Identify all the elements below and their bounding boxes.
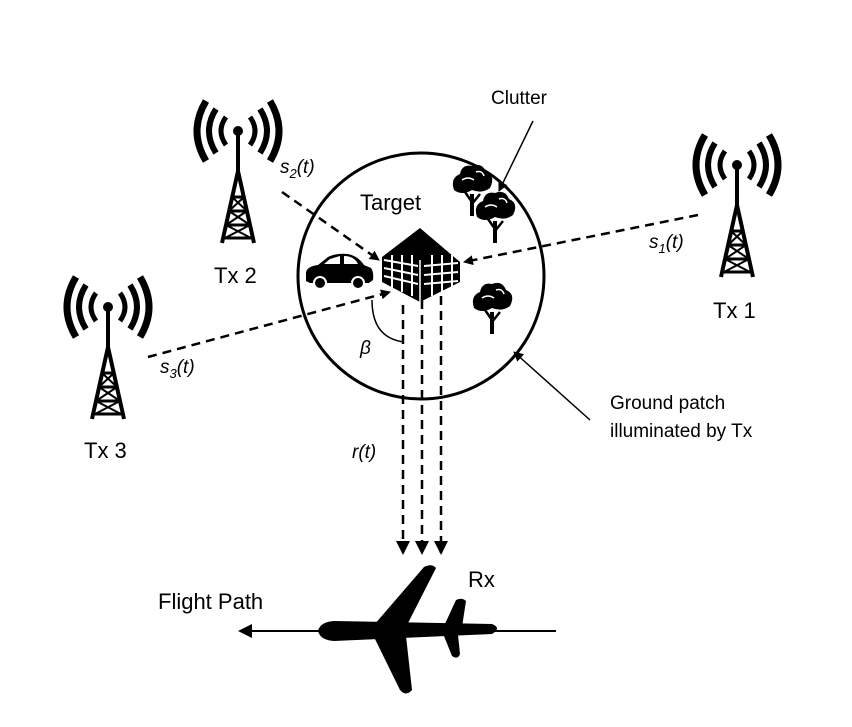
tx3-signal-path (147, 289, 391, 359)
tx1-signal-path (463, 213, 699, 266)
clutter-label: Clutter (491, 88, 548, 109)
ground-patch-label-line1: Ground patch (610, 393, 725, 414)
ground-patch-pointer-arrow (513, 351, 591, 421)
flight-path-label: Flight Path (158, 589, 263, 614)
clutter-pointer-arrow (498, 120, 534, 192)
s3-label: s3(t) (160, 357, 195, 381)
r-label: r(t) (352, 442, 376, 463)
s1-label: s1(t) (649, 232, 684, 256)
tower-icon (67, 277, 149, 419)
rx-label: Rx (468, 567, 495, 592)
s2-label: s2(t) (280, 157, 315, 181)
tx3-label: Tx 3 (84, 438, 127, 463)
tree-icon (470, 280, 515, 336)
beta-label: β (359, 338, 371, 359)
ground-patch-label-line2: illuminated by Tx (610, 421, 753, 442)
beta-angle-arc (371, 299, 405, 343)
tree-icon (473, 189, 518, 245)
tower-icon (197, 101, 279, 243)
tower-icon (696, 135, 778, 277)
car-icon (306, 253, 374, 290)
building-icon (382, 228, 460, 302)
tx2-label: Tx 2 (214, 263, 257, 288)
tx1-label: Tx 1 (713, 298, 756, 323)
tx2-signal-path (281, 190, 380, 262)
airplane-icon (318, 565, 497, 694)
target-label: Target (360, 190, 421, 215)
